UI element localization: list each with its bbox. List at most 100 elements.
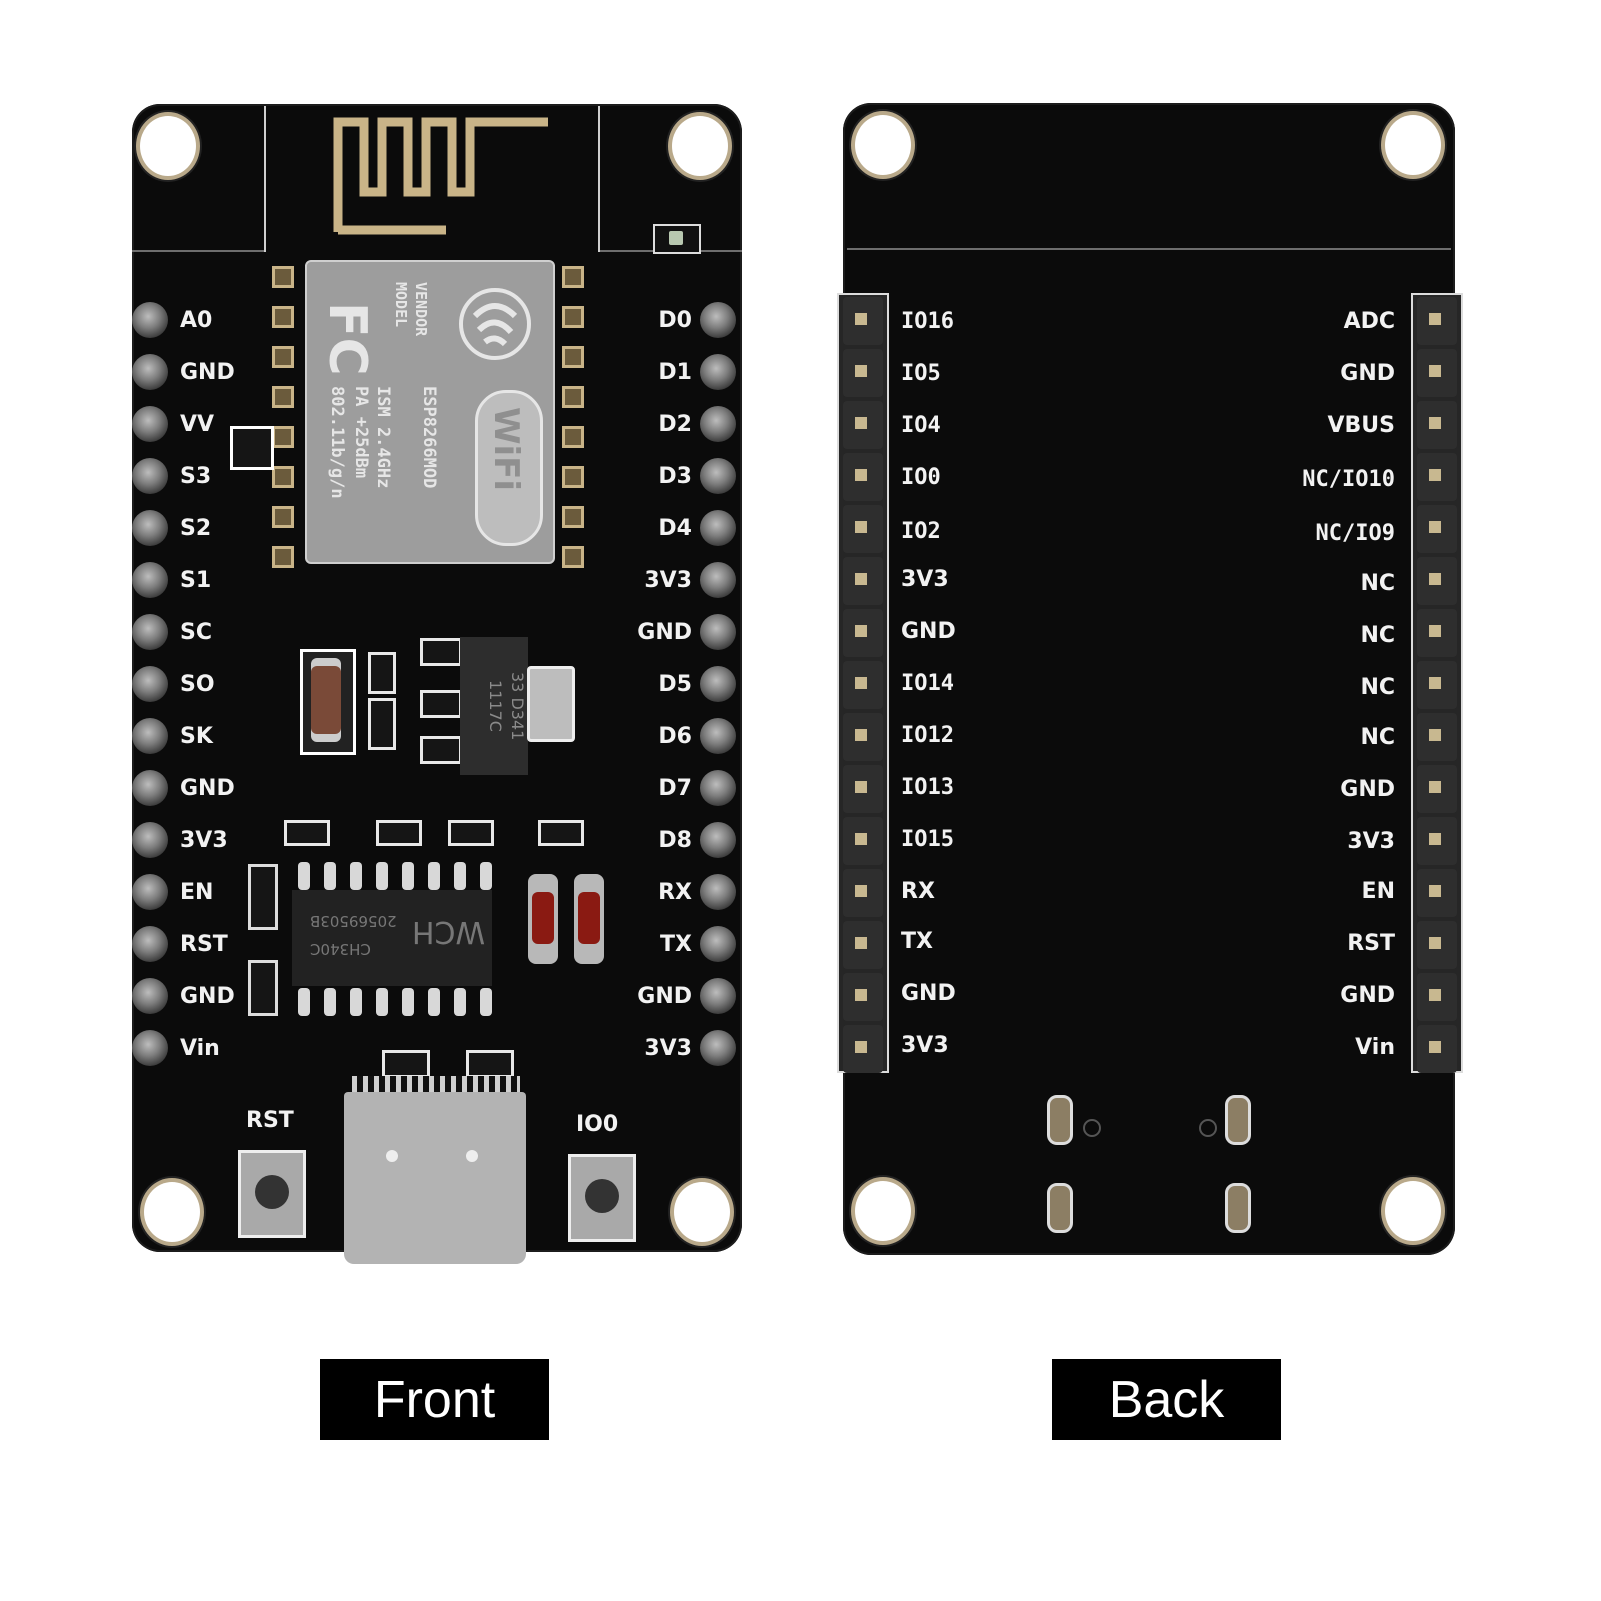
header-pin: [843, 921, 883, 969]
header-pin: [1417, 869, 1457, 917]
header-pin: [1417, 973, 1457, 1021]
pin-label-left: SO: [180, 672, 215, 697]
castellated-pad: [272, 466, 294, 488]
pin-hole: [132, 666, 168, 702]
smd-pad: [420, 690, 462, 718]
chip-text-2: CH340C: [310, 940, 371, 958]
pin-hole: [700, 302, 736, 338]
ch340c-chip: 20569503B CH340C WCH: [292, 890, 492, 986]
header-pin: [1417, 349, 1457, 397]
header-pin: [1417, 713, 1457, 761]
back-pin-label-right: NC: [1360, 725, 1395, 750]
pin-label-left: A0: [180, 308, 213, 333]
module-model: ESP8266MOD: [419, 386, 439, 489]
back-pin-label-left: RX: [901, 879, 935, 904]
header-pin: [843, 505, 883, 553]
smd-transistor: [248, 960, 278, 1016]
back-pin-label-right: GND: [1340, 983, 1395, 1008]
smd-pad: [420, 638, 462, 666]
diode: [528, 874, 558, 964]
pin-label-left: S1: [180, 568, 212, 593]
header-pin: [1417, 401, 1457, 449]
pin-label-left: S3: [180, 464, 212, 489]
smd-pad: [420, 736, 462, 764]
back-pin-label-left: IO5: [901, 361, 941, 386]
back-pin-label-left: IO2: [901, 519, 941, 544]
smd-resistor-d2: [230, 426, 274, 470]
ic-pin: [376, 862, 388, 890]
module-spec-line2: PA +25dBm: [351, 386, 371, 479]
castellated-pad: [562, 426, 584, 448]
pin-label-right: D5: [658, 672, 692, 697]
pin-hole: [700, 770, 736, 806]
usb-hole: [386, 1150, 398, 1162]
smd-component: [376, 820, 422, 846]
mounting-hole: [1385, 115, 1441, 175]
smd-component: [284, 820, 330, 846]
regulator-tab: [527, 666, 575, 742]
smd-resistor: [382, 1050, 430, 1078]
back-board: IO16 IO5 IO4 IO0 IO2 3V3 GND IO14 IO12 I…: [837, 103, 1463, 1255]
back-pin-label-left: IO16: [901, 309, 954, 334]
header-pin: [843, 765, 883, 813]
pin-label-right: D3: [658, 464, 692, 489]
pin-label-left: S2: [180, 516, 212, 541]
ic-pin: [324, 988, 336, 1016]
module-spec-line3: 802.11b/g/n: [327, 386, 347, 499]
rst-button[interactable]: [238, 1150, 306, 1238]
ic-pin: [298, 862, 310, 890]
ic-pin: [402, 862, 414, 890]
pin-hole: [132, 302, 168, 338]
wifi-logo-icon: WiFi: [475, 390, 543, 546]
back-pin-label-right: Vin: [1355, 1035, 1395, 1060]
pcb-antenna-icon: [333, 117, 548, 235]
header-pin: [843, 973, 883, 1021]
back-pin-label-right: RST: [1347, 931, 1395, 956]
io0-button[interactable]: [568, 1154, 636, 1242]
header-pin: [1417, 817, 1457, 865]
pin-label-right: D4: [658, 516, 692, 541]
pin-hole: [700, 562, 736, 598]
back-pin-label-left: TX: [901, 929, 933, 954]
usb-c-port[interactable]: [344, 1092, 526, 1264]
pin-header-left: [837, 293, 889, 1073]
header-pin: [843, 1025, 883, 1073]
back-pin-label-left: 3V3: [901, 1033, 949, 1058]
pin-hole: [132, 614, 168, 650]
ic-pin: [376, 988, 388, 1016]
pin-hole: [700, 458, 736, 494]
via: [1199, 1119, 1217, 1137]
ic-pin: [298, 988, 310, 1016]
smd-resistor: [368, 652, 396, 694]
pin-hole: [132, 510, 168, 546]
pin-hole: [700, 666, 736, 702]
mounting-hole: [674, 1182, 730, 1242]
castellated-pad: [272, 346, 294, 368]
ic-pin: [480, 862, 492, 890]
pin-label-left: SC: [180, 620, 212, 645]
pin-label-left: EN: [180, 880, 214, 905]
back-pin-label-right: 3V3: [1347, 829, 1395, 854]
back-pin-label-right: GND: [1340, 361, 1395, 386]
rst-button-label: RST: [246, 1108, 294, 1133]
castellated-pad: [562, 266, 584, 288]
mounting-hole: [144, 1182, 200, 1242]
back-pin-label-left: GND: [901, 619, 956, 644]
pin-label-right: 3V3: [644, 568, 692, 593]
pin-hole: [132, 874, 168, 910]
regulator-text-2: 33 D341: [508, 671, 527, 741]
back-pin-label-left: IO14: [901, 671, 954, 696]
module-label-model: MODEL: [392, 282, 410, 328]
back-pin-label-left: IO15: [901, 827, 954, 852]
pin-hole: [132, 718, 168, 754]
pin-label-left: SK: [180, 724, 213, 749]
header-pin: [1417, 609, 1457, 657]
module-label-vendor: VENDOR: [412, 282, 430, 337]
castellated-pad: [272, 506, 294, 528]
header-pin: [843, 401, 883, 449]
mounting-hole: [672, 116, 728, 176]
back-pin-label-left: IO12: [901, 723, 954, 748]
pin-label-left: 3V3: [180, 828, 228, 853]
smd-component: [538, 820, 584, 846]
fcc-logo: FC: [317, 302, 377, 376]
